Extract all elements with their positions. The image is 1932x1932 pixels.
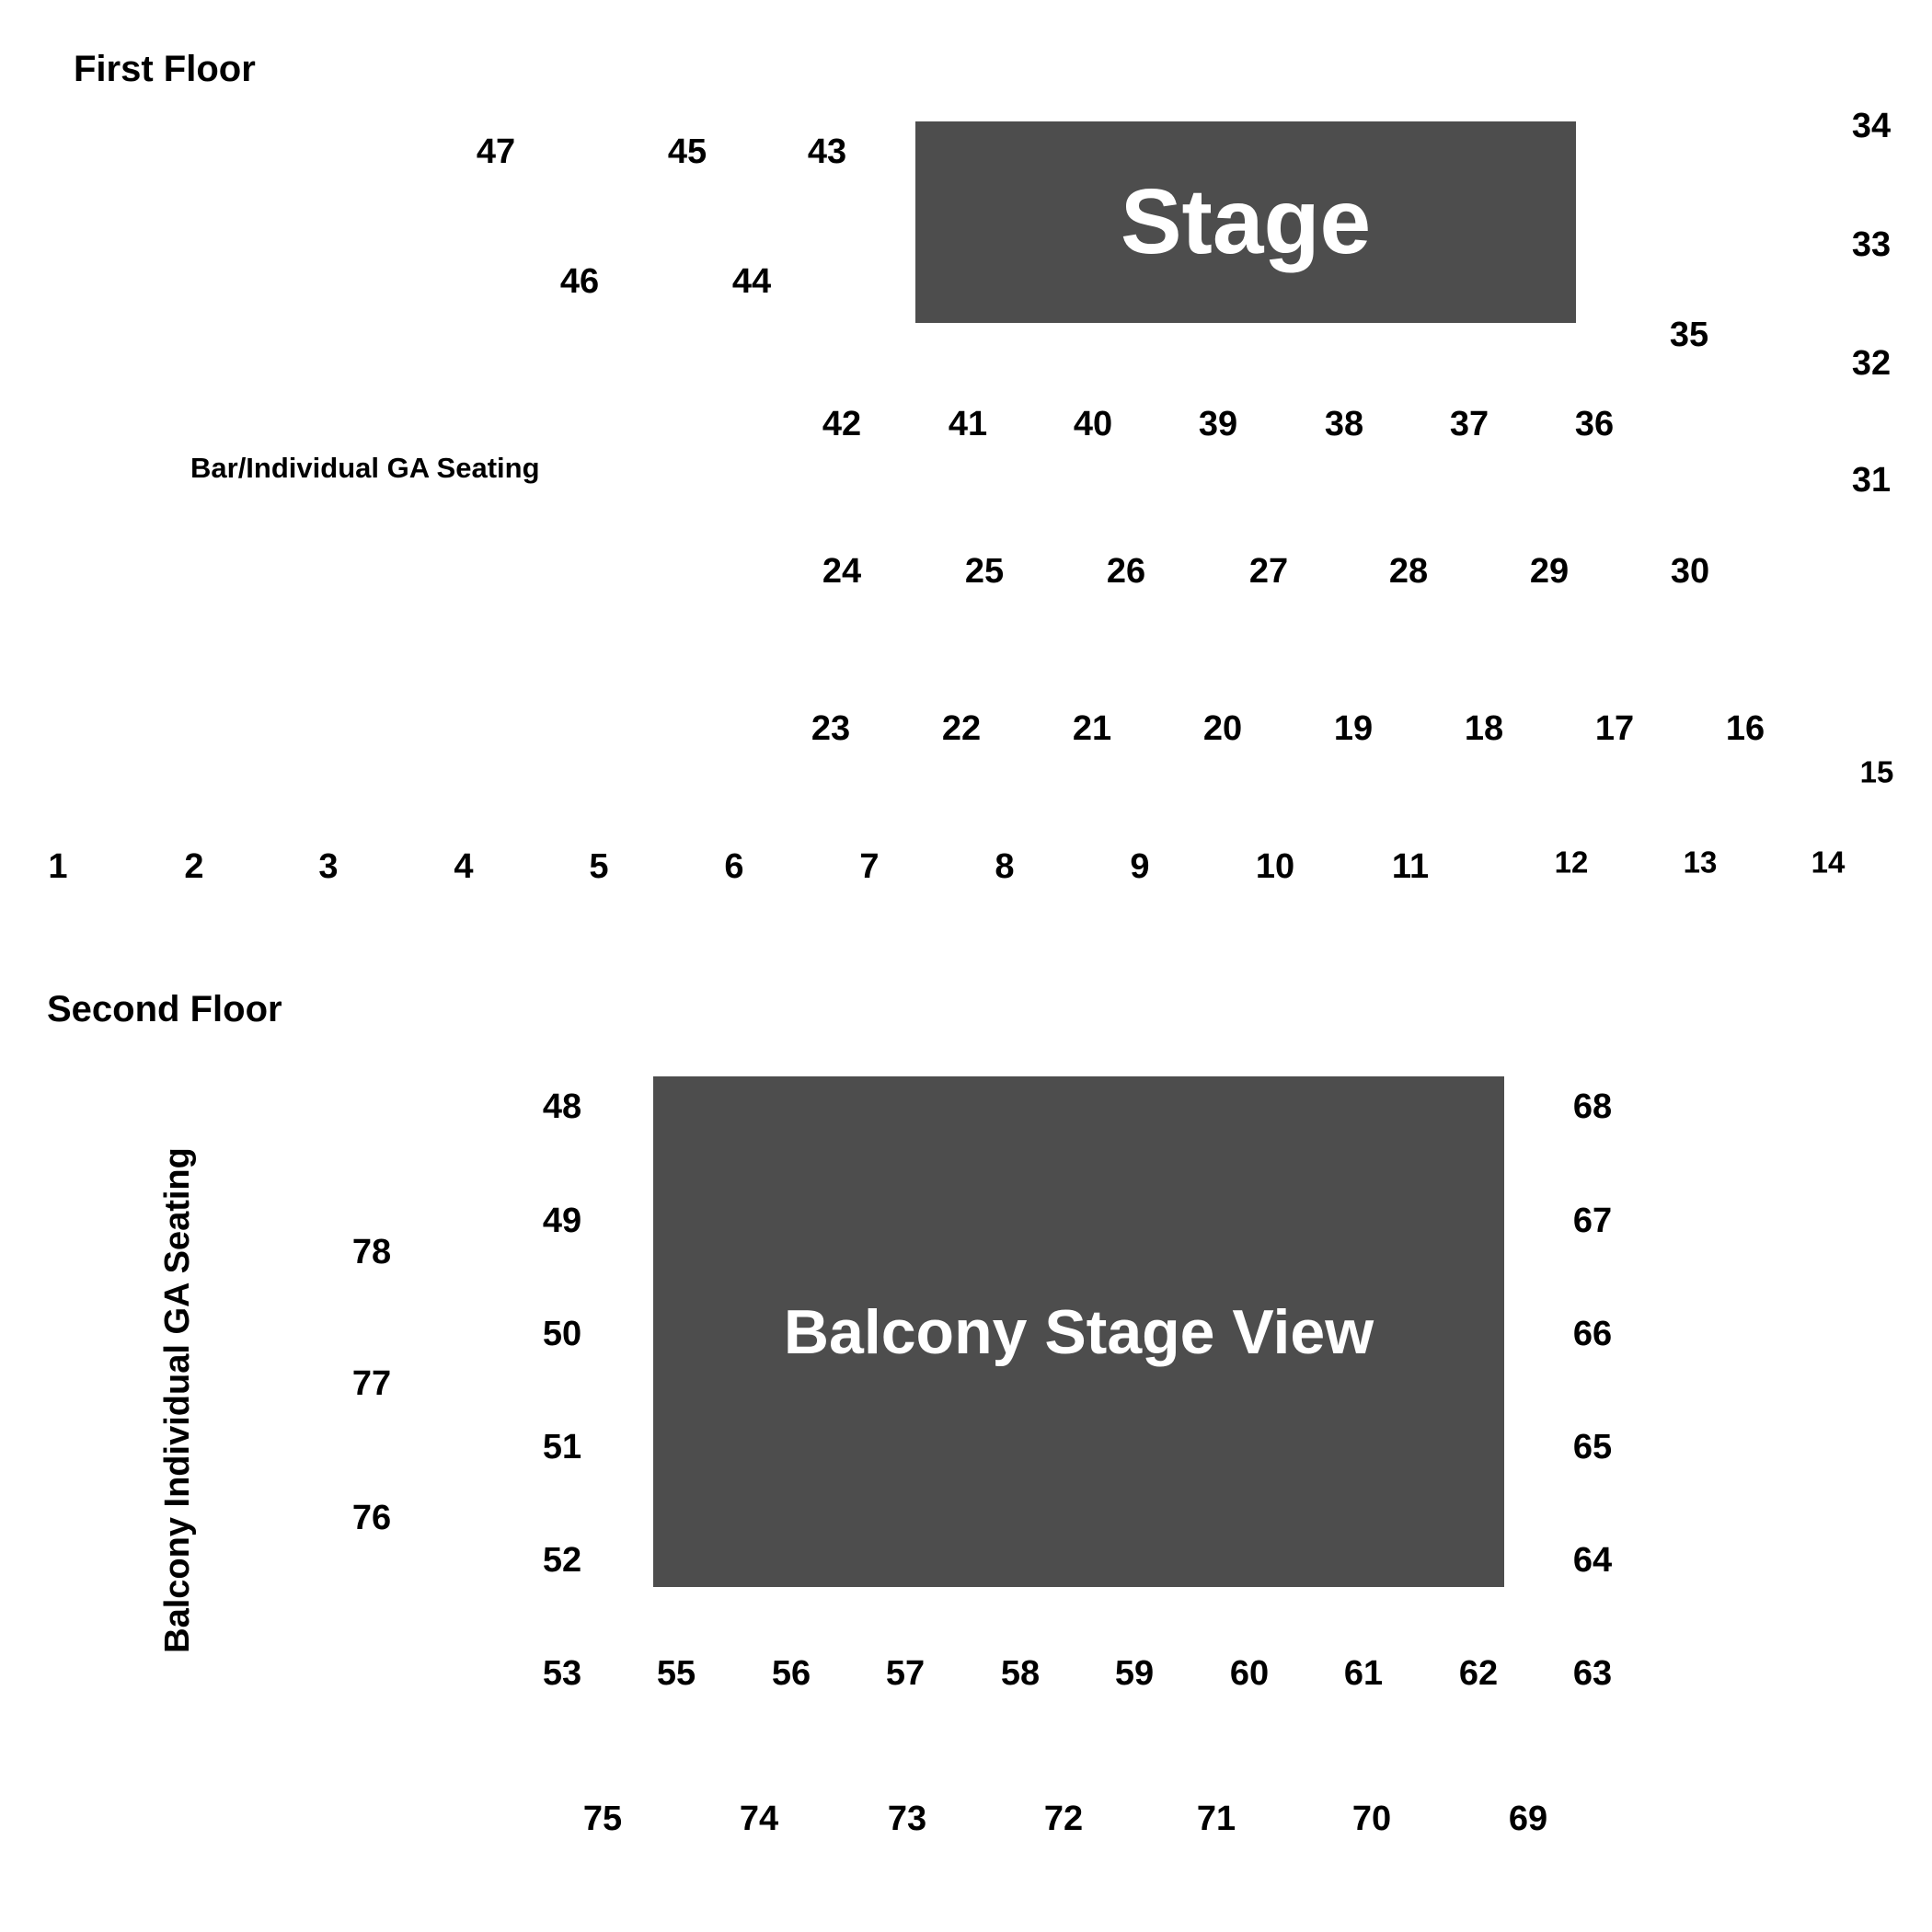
table-63[interactable]: 63: [1572, 1654, 1613, 1693]
table-72[interactable]: 72: [1043, 1800, 1084, 1838]
table-17[interactable]: 17: [1594, 709, 1635, 748]
table-48[interactable]: 48: [542, 1087, 582, 1126]
table-41[interactable]: 41: [948, 405, 988, 443]
table-35[interactable]: 35: [1669, 316, 1709, 354]
table-59[interactable]: 59: [1114, 1654, 1155, 1693]
table-28[interactable]: 28: [1388, 552, 1429, 591]
table-73[interactable]: 73: [887, 1800, 927, 1838]
table-12[interactable]: 12: [1554, 845, 1589, 880]
table-60[interactable]: 60: [1229, 1654, 1270, 1693]
table-20[interactable]: 20: [1202, 709, 1243, 748]
table-64[interactable]: 64: [1572, 1541, 1613, 1580]
table-3[interactable]: 3: [318, 847, 339, 886]
table-67[interactable]: 67: [1572, 1202, 1613, 1240]
table-51[interactable]: 51: [542, 1428, 582, 1466]
table-32[interactable]: 32: [1851, 344, 1892, 383]
table-37[interactable]: 37: [1449, 405, 1489, 443]
table-27[interactable]: 27: [1248, 552, 1289, 591]
table-55[interactable]: 55: [656, 1654, 696, 1693]
table-9[interactable]: 9: [1130, 847, 1150, 886]
table-78[interactable]: 78: [351, 1233, 392, 1271]
balcony-stage-view[interactable]: Balcony Stage View: [653, 1076, 1504, 1587]
table-74[interactable]: 74: [739, 1800, 779, 1838]
table-16[interactable]: 16: [1725, 709, 1765, 748]
table-10[interactable]: 10: [1255, 847, 1295, 886]
table-45[interactable]: 45: [667, 132, 707, 171]
table-11[interactable]: 11: [1391, 847, 1430, 886]
first-floor-title: First Floor: [74, 49, 256, 89]
table-57[interactable]: 57: [885, 1654, 926, 1693]
table-65[interactable]: 65: [1572, 1428, 1613, 1466]
table-29[interactable]: 29: [1529, 552, 1570, 591]
table-15[interactable]: 15: [1859, 754, 1894, 789]
table-34[interactable]: 34: [1851, 107, 1892, 145]
balcony-ga-seating-label[interactable]: Balcony Individual GA Seating: [158, 1147, 197, 1653]
table-58[interactable]: 58: [1000, 1654, 1041, 1693]
stage[interactable]: Stage: [915, 121, 1576, 323]
table-75[interactable]: 75: [582, 1800, 623, 1838]
table-7[interactable]: 7: [859, 847, 880, 886]
table-40[interactable]: 40: [1073, 405, 1113, 443]
table-21[interactable]: 21: [1072, 709, 1112, 748]
table-31[interactable]: 31: [1851, 461, 1892, 500]
table-5[interactable]: 5: [589, 847, 609, 886]
table-18[interactable]: 18: [1464, 709, 1504, 748]
table-26[interactable]: 26: [1106, 552, 1146, 591]
table-61[interactable]: 61: [1343, 1654, 1384, 1693]
table-25[interactable]: 25: [964, 552, 1005, 591]
table-46[interactable]: 46: [559, 262, 600, 301]
table-68[interactable]: 68: [1572, 1087, 1613, 1126]
table-70[interactable]: 70: [1351, 1800, 1392, 1838]
table-49[interactable]: 49: [542, 1202, 582, 1240]
table-44[interactable]: 44: [731, 262, 772, 301]
table-42[interactable]: 42: [822, 405, 862, 443]
table-39[interactable]: 39: [1198, 405, 1238, 443]
table-66[interactable]: 66: [1572, 1315, 1613, 1353]
table-43[interactable]: 43: [807, 132, 847, 171]
table-62[interactable]: 62: [1458, 1654, 1499, 1693]
table-30[interactable]: 30: [1670, 552, 1710, 591]
table-47[interactable]: 47: [476, 132, 516, 171]
table-50[interactable]: 50: [542, 1315, 582, 1353]
table-52[interactable]: 52: [542, 1541, 582, 1580]
bar-ga-seating-label[interactable]: Bar/Individual GA Seating: [190, 452, 540, 484]
table-22[interactable]: 22: [941, 709, 982, 748]
table-19[interactable]: 19: [1333, 709, 1374, 748]
table-4[interactable]: 4: [454, 847, 474, 886]
table-1[interactable]: 1: [48, 847, 68, 886]
table-23[interactable]: 23: [811, 709, 851, 748]
table-38[interactable]: 38: [1324, 405, 1364, 443]
table-6[interactable]: 6: [724, 847, 744, 886]
table-24[interactable]: 24: [822, 552, 862, 591]
table-56[interactable]: 56: [771, 1654, 811, 1693]
table-8[interactable]: 8: [995, 847, 1015, 886]
table-13[interactable]: 13: [1683, 845, 1718, 880]
second-floor-title: Second Floor: [47, 989, 282, 1029]
table-77[interactable]: 77: [351, 1364, 392, 1403]
table-33[interactable]: 33: [1851, 225, 1892, 264]
table-14[interactable]: 14: [1811, 845, 1846, 880]
table-53[interactable]: 53: [542, 1654, 582, 1693]
table-71[interactable]: 71: [1196, 1800, 1236, 1838]
table-69[interactable]: 69: [1508, 1800, 1548, 1838]
table-2[interactable]: 2: [184, 847, 204, 886]
table-36[interactable]: 36: [1574, 405, 1615, 443]
table-76[interactable]: 76: [351, 1499, 392, 1537]
